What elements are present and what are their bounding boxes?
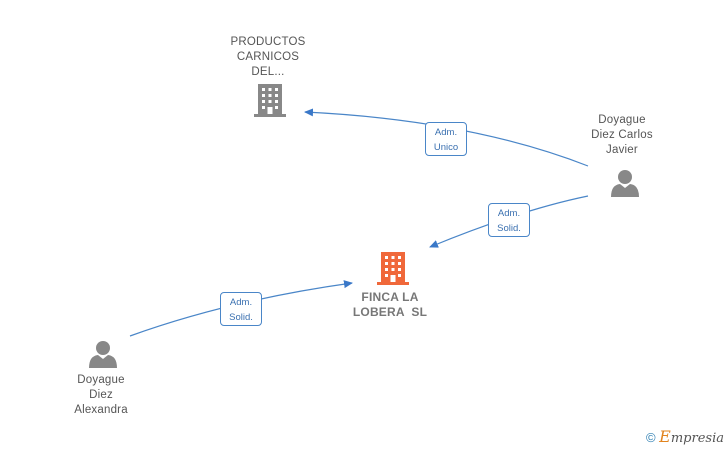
person-icon[interactable]: [611, 170, 639, 197]
node-label-alexandra[interactable]: Doyague Diez Alexandra: [74, 374, 128, 416]
node-label-finca[interactable]: FINCA LA LOBERA SL: [352, 290, 428, 319]
edge-label-adm-solid-alexandra[interactable]: Adm. Solid.: [220, 292, 262, 326]
edge-label-adm-solid-carlos[interactable]: Adm. Solid.: [488, 203, 530, 237]
edge-label-adm-unico[interactable]: Adm. Unico: [425, 122, 467, 156]
copyright-icon: ©: [645, 430, 656, 445]
building-icon[interactable]: [254, 84, 286, 117]
node-label-carlos[interactable]: Doyague Diez Carlos Javier: [591, 114, 653, 156]
building-main-icon[interactable]: [377, 252, 409, 285]
node-label-productos[interactable]: PRODUCTOS CARNICOS DEL...: [230, 36, 306, 78]
footer-brand: © Empresia: [646, 427, 724, 446]
person-icon[interactable]: [89, 341, 117, 368]
empresia-logo: Empresia: [659, 427, 724, 446]
